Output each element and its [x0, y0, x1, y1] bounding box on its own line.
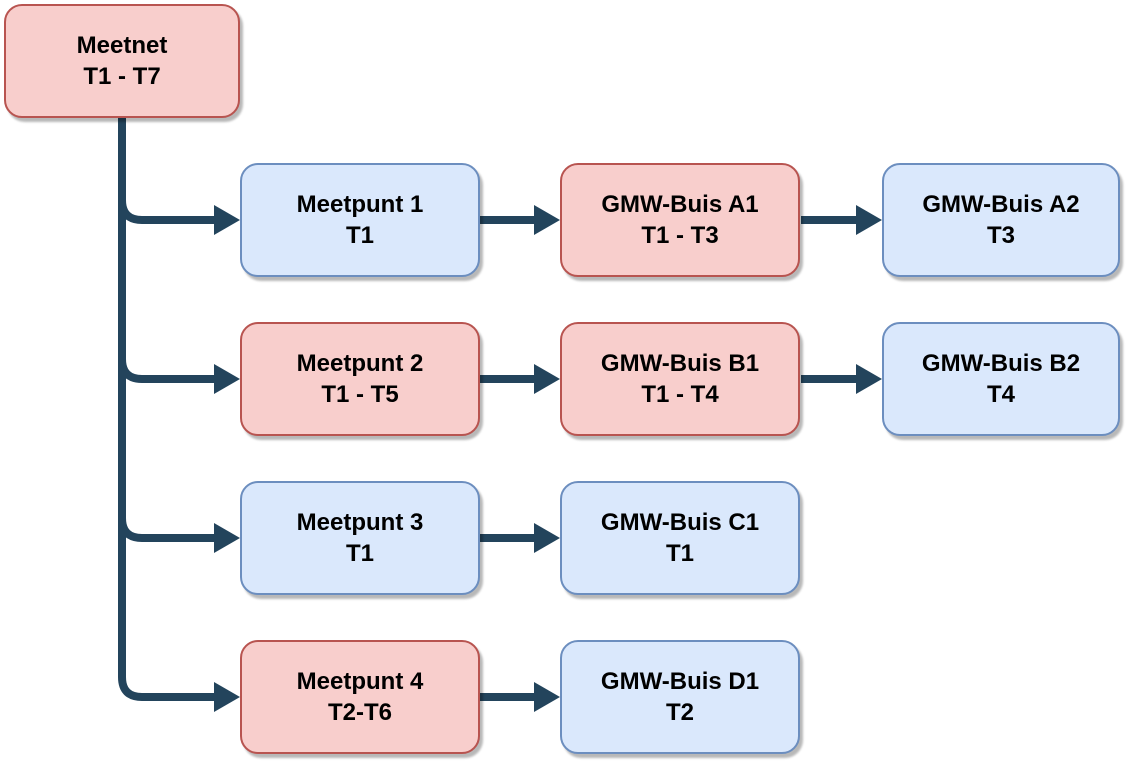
arrowhead-gmw-a1 [534, 205, 560, 235]
node-meetpunt-3-title: Meetpunt 3 [296, 509, 424, 536]
arrowhead-gmw-c1 [534, 523, 560, 553]
node-meetpunt-2-title: Meetpunt 2 [296, 350, 424, 377]
connector-meetnet-to-meetpunt-2 [118, 118, 214, 383]
arrowhead-gmw-b1 [534, 364, 560, 394]
node-meetnet: Meetnet T1 - T7 [4, 4, 240, 118]
node-gmw-buis-d1: GMW-Buis D1 T2 [560, 640, 800, 754]
node-gmw-buis-a2-title: GMW-Buis A2 [922, 191, 1080, 218]
connector-meetnet-to-meetpunt-3 [118, 118, 214, 542]
node-gmw-buis-c1: GMW-Buis C1 T1 [560, 481, 800, 595]
node-gmw-buis-c1-title: GMW-Buis C1 [600, 509, 760, 536]
node-meetpunt-4: Meetpunt 4 T2-T6 [240, 640, 480, 754]
node-meetnet-subtitle: T1 - T7 [83, 63, 161, 90]
node-meetpunt-3: Meetpunt 3 T1 [240, 481, 480, 595]
node-gmw-buis-a1-title: GMW-Buis A1 [601, 191, 759, 218]
node-meetpunt-3-subtitle: T1 [345, 540, 374, 567]
node-gmw-buis-b2-title: GMW-Buis B2 [921, 350, 1081, 377]
node-meetpunt-2-subtitle: T1 - T5 [321, 381, 399, 408]
node-gmw-buis-a1-subtitle: T1 - T3 [641, 222, 719, 249]
arrowhead-gmw-d1 [534, 682, 560, 712]
node-meetpunt-4-title: Meetpunt 4 [296, 668, 424, 695]
node-gmw-buis-d1-subtitle: T2 [665, 699, 694, 726]
connector-meetnet-to-meetpunt-4 [118, 118, 214, 701]
node-gmw-buis-c1-subtitle: T1 [665, 540, 694, 567]
node-gmw-buis-b1: GMW-Buis B1 T1 - T4 [560, 322, 800, 436]
node-meetpunt-1-title: Meetpunt 1 [296, 191, 424, 218]
arrowhead-meetpunt-4 [214, 682, 240, 712]
arrowhead-meetpunt-1 [214, 205, 240, 235]
node-meetpunt-2: Meetpunt 2 T1 - T5 [240, 322, 480, 436]
arrowhead-gmw-a2 [856, 205, 882, 235]
node-meetpunt-1: Meetpunt 1 T1 [240, 163, 480, 277]
arrowhead-meetpunt-2 [214, 364, 240, 394]
node-gmw-buis-a1: GMW-Buis A1 T1 - T3 [560, 163, 800, 277]
connector-meetnet-to-meetpunt-1 [118, 118, 214, 224]
node-gmw-buis-b2-subtitle: T4 [986, 381, 1015, 408]
node-meetnet-title: Meetnet [76, 32, 168, 59]
node-gmw-buis-d1-title: GMW-Buis D1 [600, 668, 760, 695]
node-gmw-buis-b2: GMW-Buis B2 T4 [882, 322, 1120, 436]
node-gmw-buis-a2-subtitle: T3 [986, 222, 1015, 249]
node-meetpunt-1-subtitle: T1 [345, 222, 374, 249]
arrowhead-gmw-b2 [856, 364, 882, 394]
node-gmw-buis-b1-subtitle: T1 - T4 [641, 381, 719, 408]
node-gmw-buis-b1-title: GMW-Buis B1 [600, 350, 760, 377]
node-meetpunt-4-subtitle: T2-T6 [327, 699, 392, 726]
arrowhead-meetpunt-3 [214, 523, 240, 553]
node-gmw-buis-a2: GMW-Buis A2 T3 [882, 163, 1120, 277]
